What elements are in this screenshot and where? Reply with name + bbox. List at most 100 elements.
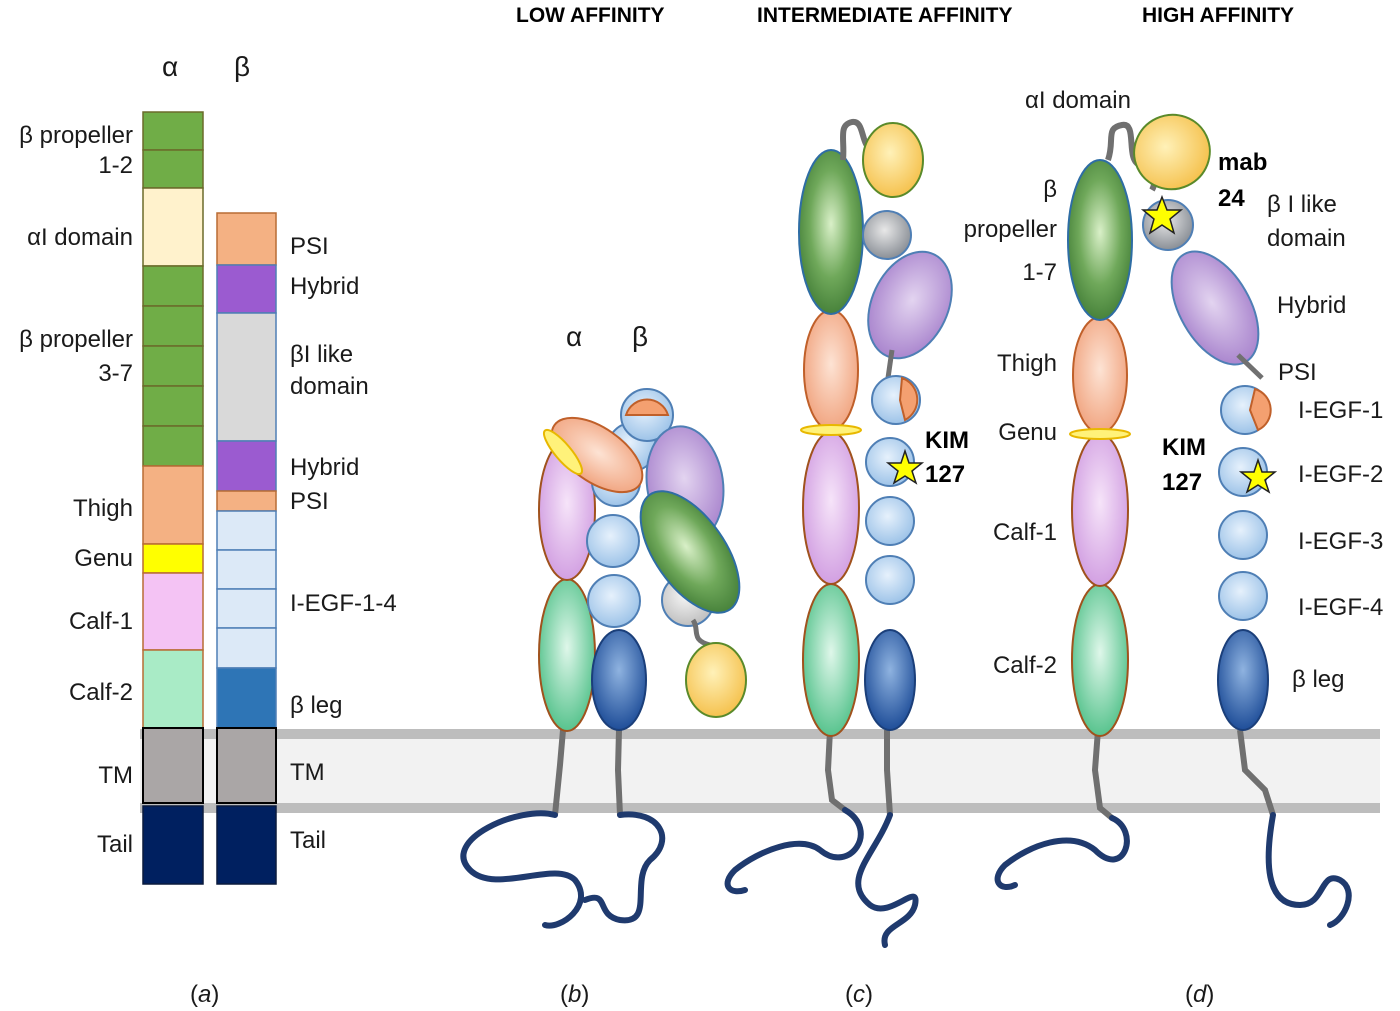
panel-d-calf1 [1071, 433, 1129, 587]
panel-d-label-iegf4: I-EGF-4 [1298, 594, 1383, 621]
label-iegf-1-4: I-EGF-1-4 [290, 590, 397, 617]
panel-c-calf2 [802, 583, 860, 737]
alpha-subunit-label: α [162, 51, 178, 82]
alpha-propeller-seg-7 [142, 425, 204, 467]
panel-b-beta-tail [582, 811, 666, 924]
panel-c-ai-domain [862, 122, 924, 198]
header-intermediate-affinity: INTERMEDIATE AFFINITY [757, 4, 1013, 27]
label-tail-beta: Tail [290, 827, 326, 854]
label-psi-bottom: PSI [290, 488, 329, 515]
label-beta-propeller-12-range: 1-2 [98, 152, 133, 179]
panel-d: αI domain mab 24 β I like domain β prope… [964, 87, 1383, 928]
panel-c-thigh [803, 309, 859, 431]
alpha-calf1-block [142, 572, 204, 651]
panel-d-hybrid-linker [1236, 353, 1264, 380]
label-thigh: Thigh [73, 495, 133, 522]
panel-d-label-beta: β [1043, 176, 1057, 203]
panel-c-psi-cap [898, 376, 919, 422]
alpha-propeller-seg-2 [142, 149, 204, 189]
panel-b-beta-propeller [639, 490, 741, 614]
beta-leg-block [216, 667, 277, 729]
header-high-affinity: HIGH AFFINITY [1142, 4, 1294, 27]
panel-d-label-beta-leg: β leg [1292, 666, 1345, 693]
panel-d-iegf-4 [1218, 571, 1268, 621]
beta-psi-bottom-block [216, 490, 277, 512]
label-calf2: Calf-2 [69, 679, 133, 706]
panel-d-label-mab: mab [1218, 149, 1267, 176]
panel-b-beta-label: β [632, 321, 648, 352]
beta-tm-block [216, 727, 277, 804]
beta-hybrid-bottom-block [216, 440, 277, 492]
label-hybrid-bottom: Hybrid [290, 454, 359, 481]
panel-b-iegf-4 [587, 574, 641, 628]
alpha-propeller-seg-6 [142, 385, 204, 427]
panel-d-label-iegf2: I-EGF-2 [1298, 461, 1383, 488]
panel-d-label-kim-number: 127 [1162, 469, 1202, 496]
panel-d-mab24-star-icon [1140, 194, 1184, 235]
alpha-tm-block [142, 727, 204, 804]
panel-d-label-ai-domain: αI domain [1025, 87, 1131, 114]
panel-c-iegf-4 [865, 555, 915, 605]
label-tail-alpha: Tail [97, 831, 133, 858]
caption-c: (c) [845, 981, 873, 1008]
panel-d-label-kim: KIM [1162, 434, 1206, 461]
panel-d-alpha-tm-stalk [1091, 729, 1114, 821]
panel-d-label-iegf3: I-EGF-3 [1298, 528, 1383, 555]
panel-d-label-calf1: Calf-1 [993, 519, 1057, 546]
label-ai-domain: αI domain [27, 224, 133, 251]
header-low-affinity: LOW AFFINITY [516, 4, 665, 27]
panel-b-iegf-3 [586, 514, 640, 568]
beta-psi-top-block [216, 212, 277, 266]
caption-b: (b) [560, 981, 589, 1008]
panel-b-alpha-label: α [566, 321, 582, 352]
caption-d: (d) [1185, 981, 1214, 1008]
panel-d-label-hybrid: Hybrid [1277, 292, 1346, 319]
label-hybrid-top: Hybrid [290, 273, 359, 300]
beta-tail-block [216, 805, 277, 885]
panel-d-label-thigh: Thigh [997, 350, 1057, 377]
beta-hybrid-top-block [216, 264, 277, 314]
panel-d-psi-cap [1248, 387, 1272, 432]
panel-d-label-bi-like: β I like [1267, 191, 1337, 218]
beta-iegf2-block [216, 549, 277, 590]
label-genu: Genu [74, 545, 133, 572]
alpha-tail-block [142, 805, 204, 885]
caption-a: (a) [190, 981, 219, 1008]
panel-d-label-bi-like-domain: domain [1267, 225, 1346, 252]
panel-c-kim-number: 127 [925, 461, 965, 488]
beta-bi-like-block [216, 312, 277, 442]
panel-c-calf1 [802, 431, 860, 585]
panel-b-thigh [550, 416, 644, 494]
panel-d-beta-tail [1265, 812, 1352, 928]
beta-iegf4-block [216, 627, 277, 669]
label-psi-top: PSI [290, 233, 329, 260]
panel-c-linker [840, 119, 874, 161]
panel-d-beta-leg [1217, 629, 1269, 731]
panel-d-label-genu: Genu [998, 419, 1057, 446]
alpha-propeller-seg-3 [142, 265, 204, 307]
label-beta-propeller-37-range: 3-7 [98, 360, 133, 387]
panel-c-hybrid [867, 250, 953, 360]
panel-c-beta-tail [855, 812, 919, 948]
panel-d-genu [1069, 428, 1131, 440]
panel-d-label-propeller: propeller [964, 216, 1057, 243]
panel-d-iegf-3 [1218, 510, 1268, 560]
panel-b-ai-domain [685, 642, 747, 718]
beta-subunit-label: β [234, 51, 250, 82]
beta-bar [216, 212, 277, 885]
panel-d-ai-domain [1133, 113, 1211, 191]
panel-b-beta-leg [591, 629, 647, 731]
panel-c-bi-like [862, 210, 912, 260]
label-bi-like: βI like [290, 341, 353, 368]
panel-c-beta-propeller [798, 149, 864, 315]
panel-c-iegf-3 [865, 496, 915, 546]
panel-b-alpha-tm-stalk [552, 729, 566, 816]
panel-c-alpha-tm-stalk [824, 729, 847, 813]
alpha-propeller-seg-4 [142, 305, 204, 347]
panel-d-label-propeller-range: 1-7 [1022, 259, 1057, 286]
panel-d-label-calf2: Calf-2 [993, 652, 1057, 679]
label-tm-beta: TM [290, 759, 325, 786]
panel-a: α β [19, 51, 397, 885]
label-tm-alpha: TM [98, 762, 133, 789]
